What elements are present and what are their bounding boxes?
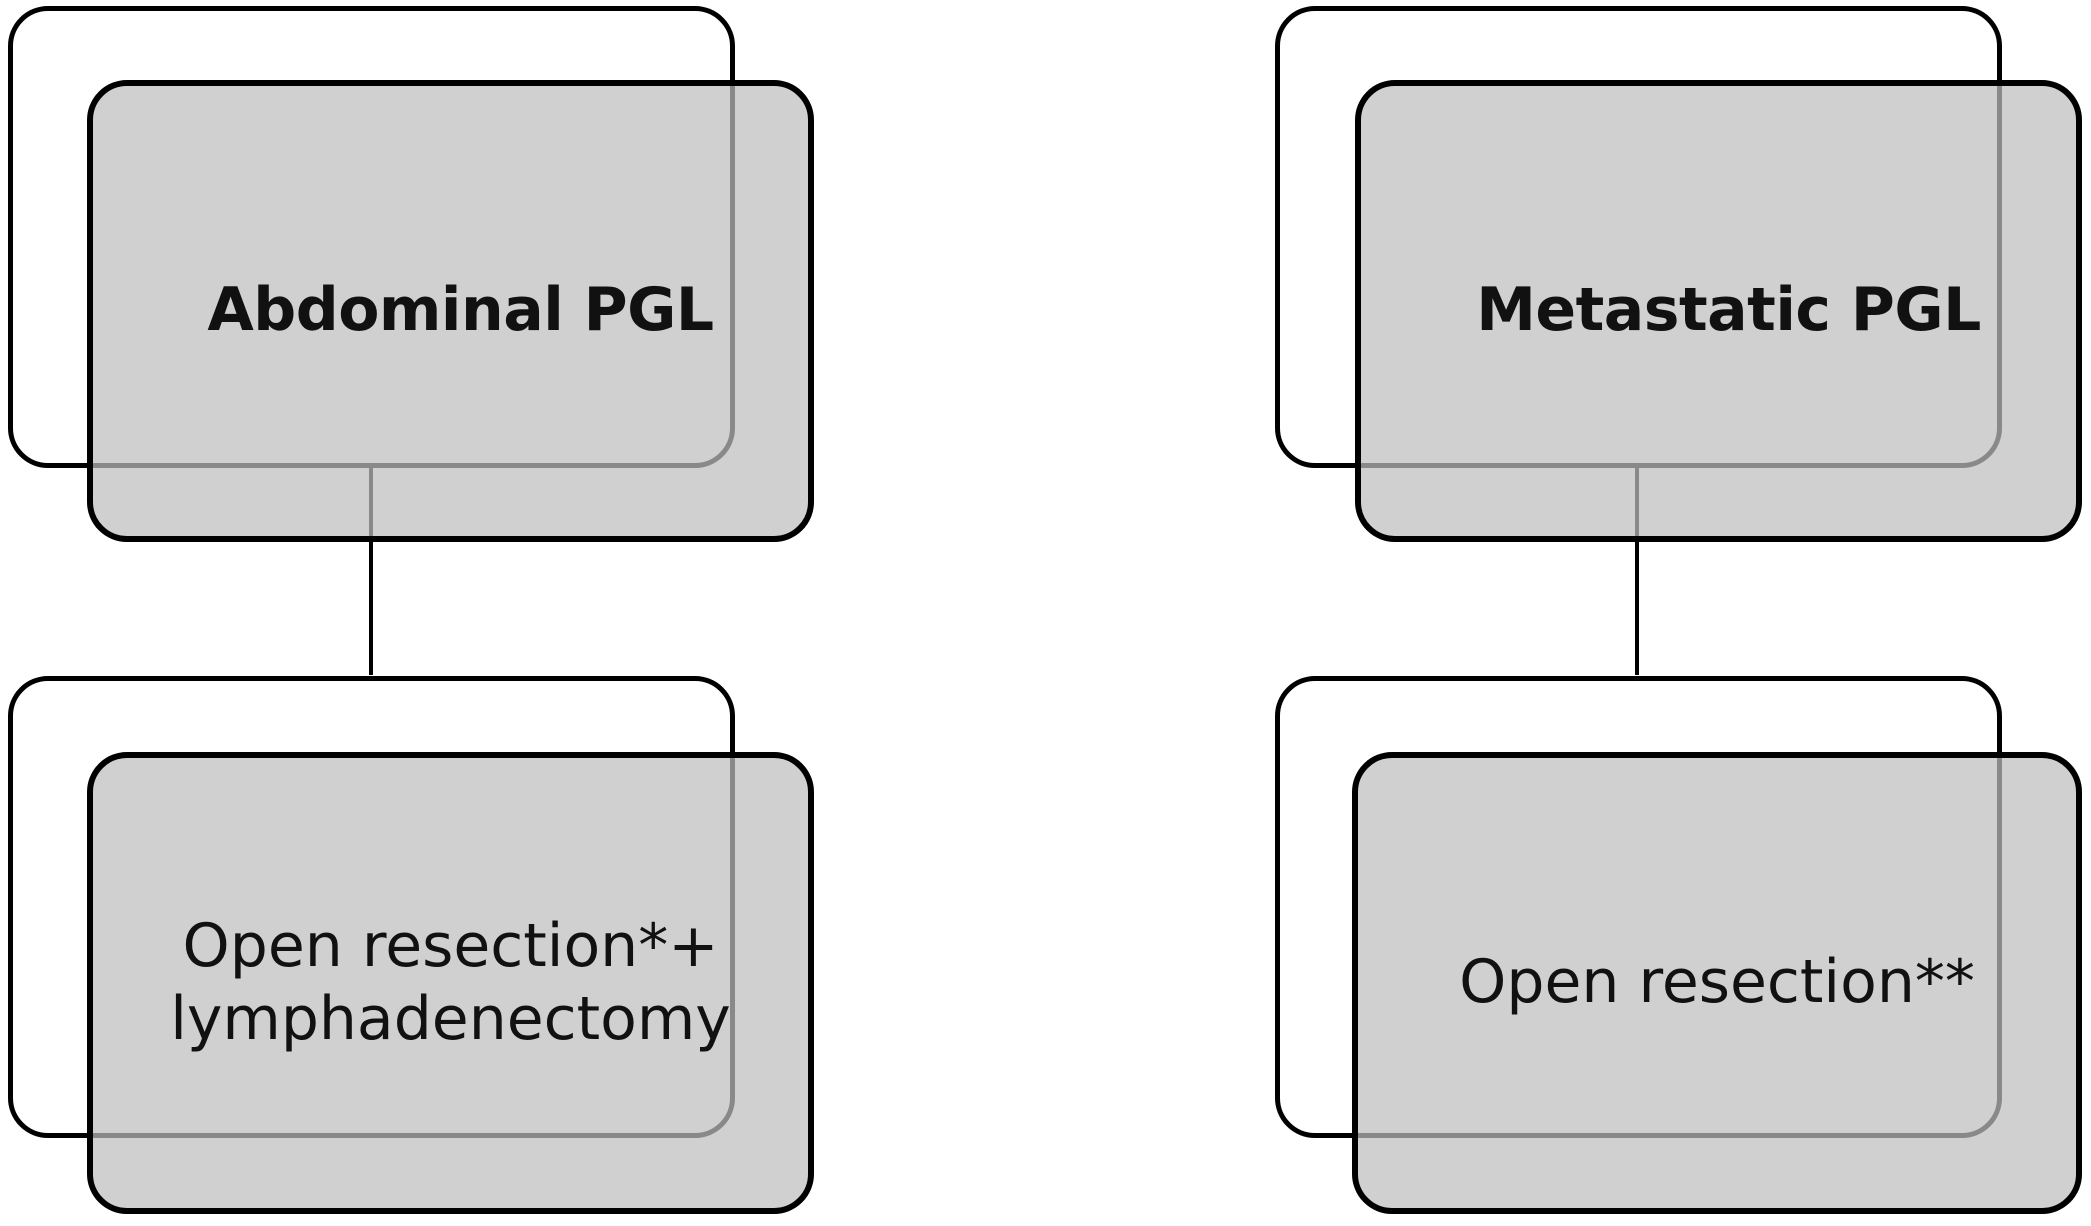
left-treatment-line-1: Open resection*+ bbox=[182, 910, 719, 981]
right-treatment-label: Open resection** bbox=[1459, 947, 1975, 1018]
left-treatment-node: Open resection*+ lymphadenectomy bbox=[87, 752, 814, 1214]
abdominal-pgl-node: Abdominal PGL bbox=[87, 80, 814, 542]
left-treatment-label: Open resection*+ lymphadenectomy bbox=[170, 910, 731, 1056]
metastatic-pgl-node: Metastatic PGL bbox=[1355, 80, 2082, 542]
abdominal-pgl-label: Abdominal PGL bbox=[207, 275, 714, 346]
right-treatment-node: Open resection** bbox=[1352, 752, 2082, 1214]
left-treatment-line-2: lymphadenectomy bbox=[170, 984, 731, 1054]
metastatic-pgl-label: Metastatic PGL bbox=[1476, 275, 1981, 346]
right-connector-line bbox=[1635, 465, 1639, 675]
left-connector-line bbox=[369, 465, 373, 675]
